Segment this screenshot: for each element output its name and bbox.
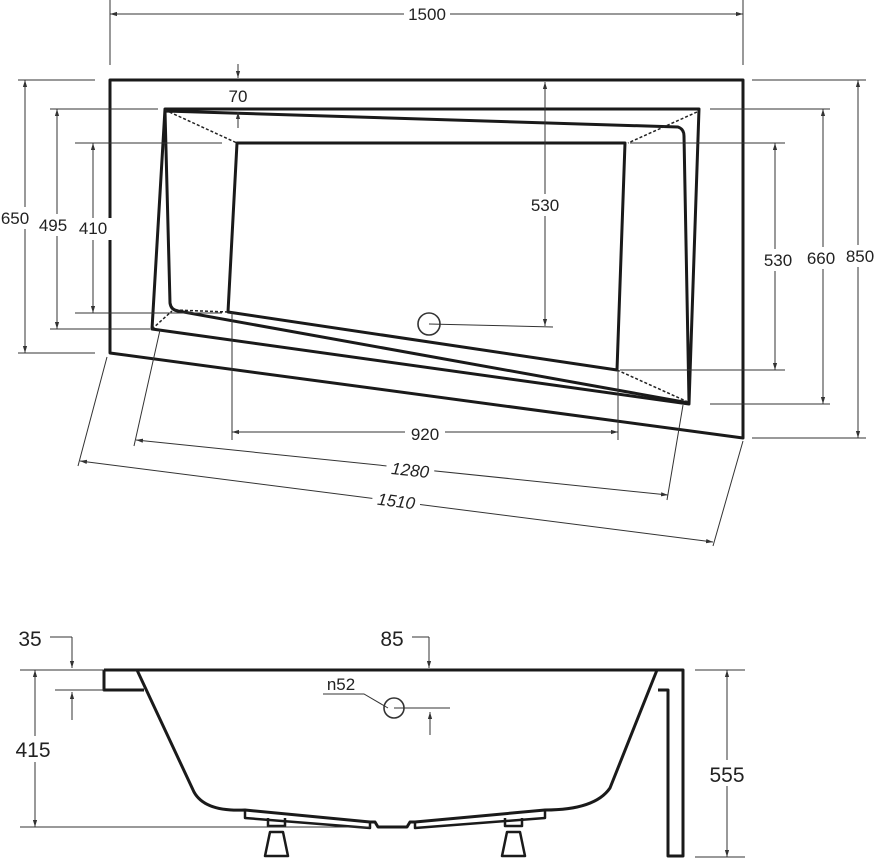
dim-920: 920 (411, 425, 439, 444)
bottom-platforms (243, 810, 547, 830)
dim-1280: 1280 (390, 459, 430, 482)
basin-profile (135, 669, 659, 829)
dim-70: 70 (229, 87, 248, 106)
dim-660: 660 (807, 249, 835, 268)
leg-right (500, 818, 527, 858)
basin-wall-line (163, 109, 691, 405)
slope-dashed-lines (151, 109, 698, 403)
dim-650: 650 (1, 209, 29, 228)
dim-555: 555 (709, 764, 744, 787)
dim-85: 85 (380, 628, 403, 651)
side-view: n52 35 85 415 555 (10, 628, 751, 858)
dim-495: 495 (39, 216, 67, 235)
dim-1510: 1510 (376, 490, 416, 514)
leg-left (263, 818, 290, 858)
dim-415: 415 (15, 739, 50, 762)
rim-outline (150, 107, 701, 406)
rim-top (104, 668, 685, 858)
top-view: 1500 70 650 495 410 530 530 66 (0, 0, 875, 547)
dim-n52: n52 (327, 675, 355, 694)
dim-410: 410 (79, 219, 107, 238)
basin-floor (226, 141, 627, 372)
dim-530-right: 530 (764, 251, 792, 270)
dim-1500: 1500 (408, 5, 446, 24)
dim-530-drain: 530 (531, 196, 559, 215)
outer-frame (108, 78, 745, 440)
dim-850: 850 (846, 247, 874, 266)
dim-35: 35 (18, 628, 41, 651)
